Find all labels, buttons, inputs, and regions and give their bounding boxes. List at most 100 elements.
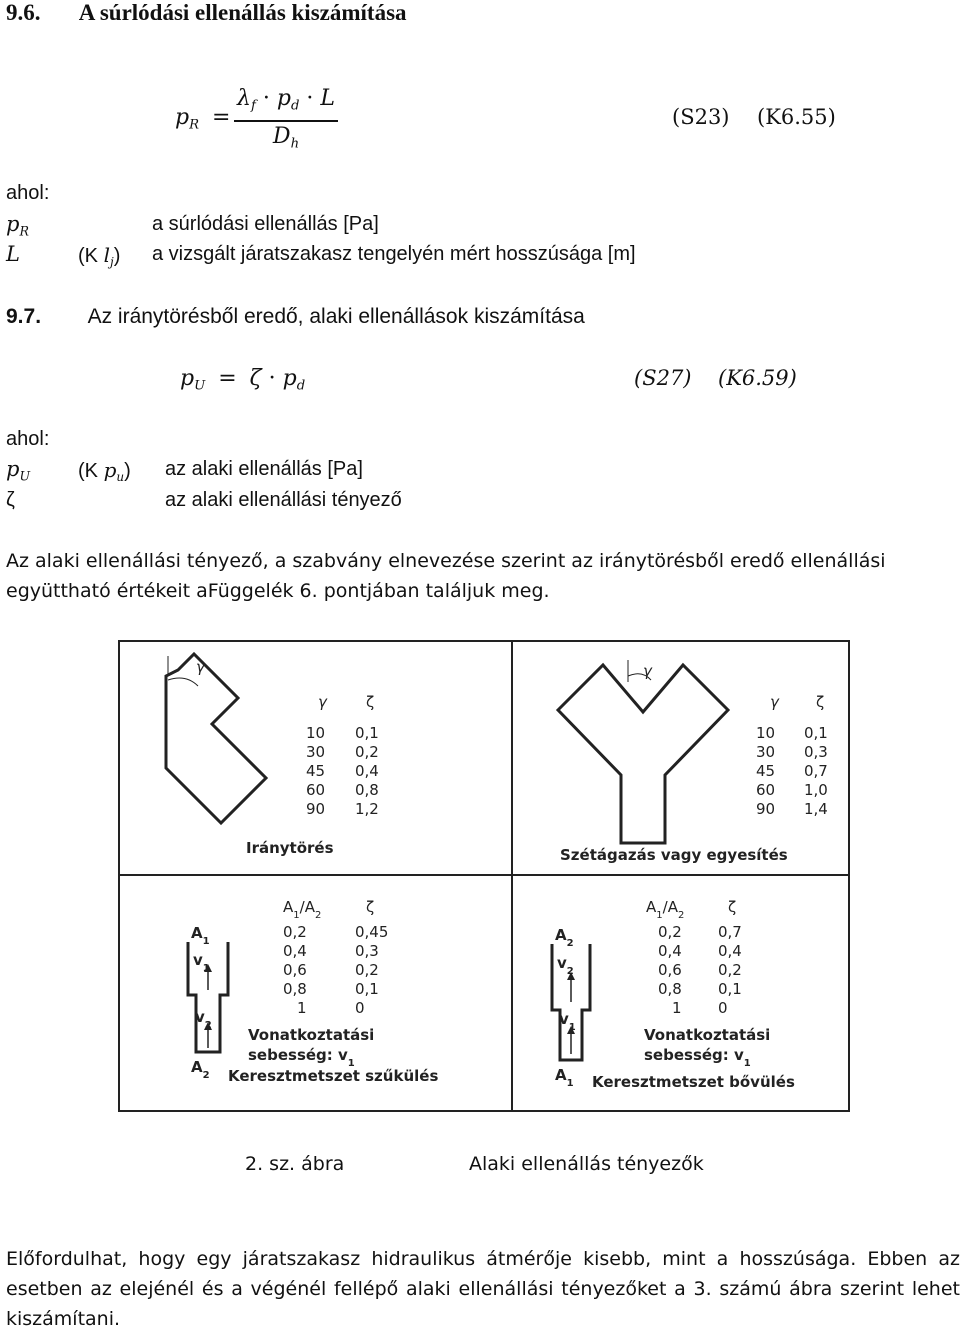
expansion-cell: 0,7 — [718, 923, 742, 941]
contraction-cell: 0,3 — [355, 942, 379, 960]
equation-ref-s27: (S27) — [634, 366, 692, 390]
def-symbol-pR: pR — [6, 212, 29, 239]
expansion-cell: 0,8 — [658, 980, 682, 998]
contraction-col-ratio: A1/A2 — [283, 898, 321, 921]
equation-ref-k659: (K6.59) — [718, 366, 797, 390]
branch-col-gamma: γ — [770, 693, 780, 711]
branch-angle-label: γ — [643, 662, 653, 680]
expansion-cell: 0,2 — [658, 923, 682, 941]
def-text-L: a vizsgált járatszakasz tengelyén mért h… — [152, 243, 636, 265]
expansion-cell: 0,4 — [718, 942, 742, 960]
section-heading-9-6: 9.6. A súrlódási ellenállás kiszámítása — [6, 0, 407, 26]
expansion-ref-line1: Vonatkoztatási — [644, 1026, 770, 1044]
expansion-bottom-velocity: v1 — [559, 1010, 576, 1033]
panel-branch: γ γ ζ 10 0,1 30 0,3 45 0,7 60 1,0 90 1,4… — [555, 660, 828, 864]
bend-caption: Iránytörés — [246, 839, 334, 857]
contraction-ref-line1: Vonatkoztatási — [248, 1026, 374, 1044]
bend-outline — [164, 651, 269, 826]
bend-cell: 0,1 — [355, 724, 379, 742]
bend-cell: 90 — [306, 800, 325, 818]
bend-cell: 0,2 — [355, 743, 379, 761]
paragraph-appendix-ref: Az alaki ellenállási tényező, a szabvány… — [6, 550, 886, 602]
contraction-cell: 1 — [297, 999, 307, 1017]
bend-cell: 0,4 — [355, 762, 379, 780]
branch-col-zeta: ζ — [816, 693, 824, 711]
expansion-cell: 0 — [718, 999, 728, 1017]
figure-shape-coefficients: γ γ ζ 10 0,1 30 0,2 45 0,4 60 0,8 90 1,2… — [118, 640, 850, 1112]
contraction-caption: Keresztmetszet szűkülés — [228, 1067, 438, 1085]
contraction-cell: 0,4 — [283, 942, 307, 960]
equation-lhs: pR = — [175, 105, 231, 133]
expansion-ref-line2: sebesség: v1 — [644, 1046, 751, 1069]
expansion-table: 0,2 0,7 0,4 0,4 0,6 0,2 0,8 0,1 1 0 — [658, 923, 742, 1017]
branch-cell: 0,7 — [804, 762, 828, 780]
contraction-ref-line2: sebesség: v1 — [248, 1046, 355, 1069]
branch-cell: 90 — [756, 800, 775, 818]
section-heading-9-7: 9.7. Az iránytörésből eredő, alaki ellen… — [6, 305, 585, 329]
section-number: 9.7. — [6, 305, 42, 328]
def-symbol-pU: pU — [6, 457, 31, 484]
bend-cell: 45 — [306, 762, 325, 780]
where-label-2: ahol: — [6, 428, 50, 450]
figure-caption-number: 2. sz. ábra — [245, 1153, 345, 1175]
branch-cell: 30 — [756, 743, 775, 761]
bend-col-gamma: γ — [318, 693, 328, 711]
contraction-outline — [186, 942, 230, 1054]
contraction-cell: 0,2 — [283, 923, 307, 941]
contraction-cell: 0,6 — [283, 961, 307, 979]
bend-angle-arc — [167, 677, 199, 687]
panel-expansion: A2 v2 v1 A1 A1/A2 ζ 0,2 0,7 0,4 0,4 0,6 … — [550, 898, 795, 1091]
equation-numerator: λf · pd · L — [237, 86, 335, 114]
contraction-bottom-area: A2 — [191, 1058, 210, 1081]
expansion-cell: 0,2 — [718, 961, 742, 979]
expansion-bottom-arrowhead — [567, 1026, 575, 1034]
contraction-cell: 0,1 — [355, 980, 379, 998]
bend-cell: 30 — [306, 743, 325, 761]
def-alt-lj: (K lj) — [78, 243, 121, 270]
bend-cell: 60 — [306, 781, 325, 799]
expansion-top-arrowhead — [567, 972, 575, 980]
branch-cell: 0,1 — [804, 724, 828, 742]
def-symbol-zeta: ζ — [6, 489, 15, 511]
branch-cell: 1,4 — [804, 800, 828, 818]
section-number: 9.6. — [6, 0, 41, 25]
expansion-col-ratio: A1/A2 — [646, 898, 684, 921]
expansion-bottom-area: A1 — [555, 1066, 574, 1089]
equation-ref-s23: (S23) — [672, 105, 730, 129]
equation-pu: pU = ζ · pd — [180, 366, 306, 394]
equation-denominator: Dh — [272, 124, 300, 152]
bend-table: 10 0,1 30 0,2 45 0,4 60 0,8 90 1,2 — [306, 724, 379, 818]
def-text-pU: az alaki ellenállás [Pa] — [165, 458, 363, 480]
expansion-col-zeta: ζ — [728, 898, 736, 916]
branch-angle-arc — [627, 673, 652, 681]
branch-cell: 1,0 — [804, 781, 828, 799]
bend-cell: 1,2 — [355, 800, 379, 818]
branch-table: 10 0,1 30 0,3 45 0,7 60 1,0 90 1,4 — [756, 724, 828, 818]
def-text-pR: a súrlódási ellenállás [Pa] — [152, 213, 379, 235]
contraction-bottom-arrowhead — [204, 1022, 212, 1030]
bend-cell: 10 — [306, 724, 325, 742]
expansion-cell: 0,6 — [658, 961, 682, 979]
def-symbol-L: L — [6, 242, 20, 266]
figure-svg: γ γ ζ 10 0,1 30 0,2 45 0,4 60 0,8 90 1,2… — [118, 640, 850, 1112]
expansion-cell: 0,4 — [658, 942, 682, 960]
figure-caption-text: Alaki ellenállás tényezők — [469, 1153, 704, 1175]
expansion-top-area: A2 — [555, 926, 574, 949]
where-label: ahol: — [6, 182, 50, 204]
branch-cell: 60 — [756, 781, 775, 799]
section-title: Az iránytörésből eredő, alaki ellenállás… — [87, 305, 585, 328]
contraction-cell: 0,2 — [355, 961, 379, 979]
contraction-top-arrowhead — [204, 964, 212, 972]
branch-outline — [555, 662, 731, 845]
expansion-cell: 0,1 — [718, 980, 742, 998]
def-alt-pu: (K pu) — [78, 458, 131, 485]
section-title: A súrlódási ellenállás kiszámítása — [78, 0, 407, 25]
expansion-outline — [550, 944, 592, 1062]
bend-cell: 0,8 — [355, 781, 379, 799]
expansion-caption: Keresztmetszet bővülés — [592, 1073, 795, 1091]
expansion-cell: 1 — [672, 999, 682, 1017]
branch-caption: Szétágazás vagy egyesítés — [560, 846, 788, 864]
equation-ref-k655: (K6.55) — [757, 105, 836, 129]
panel-bend: γ γ ζ 10 0,1 30 0,2 45 0,4 60 0,8 90 1,2… — [164, 651, 379, 857]
branch-cell: 45 — [756, 762, 775, 780]
